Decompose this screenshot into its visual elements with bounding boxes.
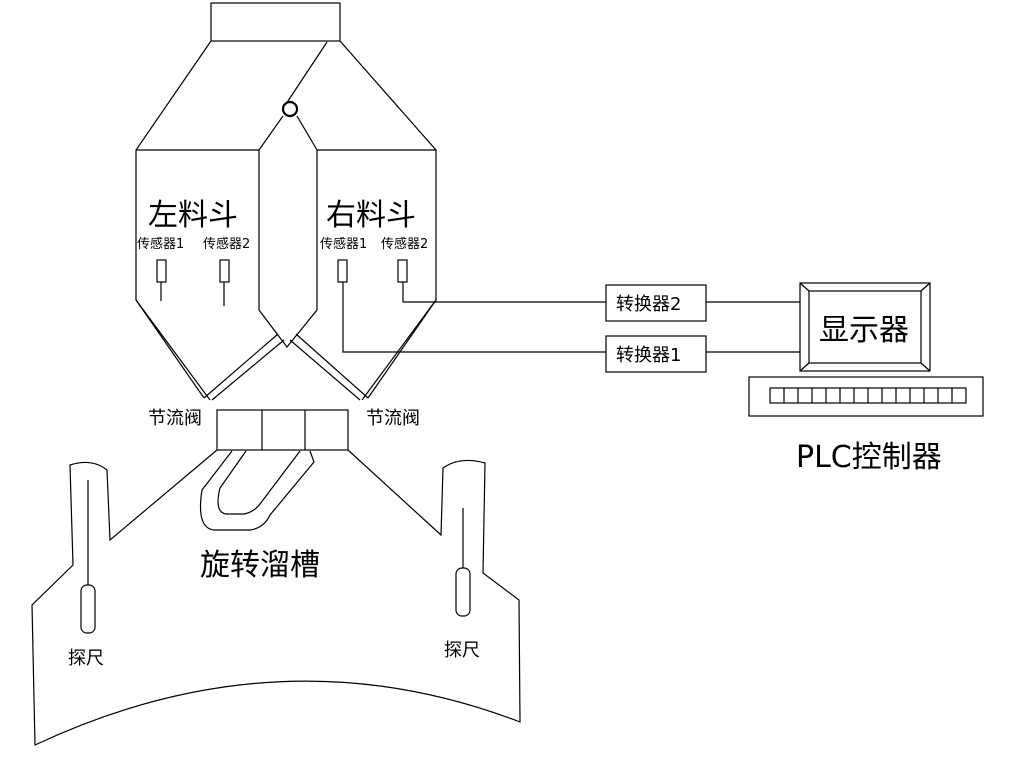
left-probe-weight [80, 584, 96, 634]
monitor-corner-tl [799, 282, 810, 292]
right-sensor-2-label: 传感器2 [381, 236, 428, 252]
rotating-chute-label: 旋转溜槽 [200, 548, 320, 583]
right-probe-label: 探尺 [444, 640, 480, 661]
left-throttle-valve-label: 节流阀 [148, 408, 202, 429]
monitor-screen [808, 290, 922, 364]
right-sensor-1-label: 传感器1 [320, 236, 367, 252]
monitor-label: 显示器 [819, 313, 909, 348]
central-divider [258, 150, 318, 348]
right-throttle-valve-label: 节流阀 [366, 408, 420, 429]
right-hopper-outer-wall [339, 40, 437, 401]
left-sensor-1 [156, 259, 167, 283]
converter-2-label: 转换器2 [616, 294, 681, 315]
rotating-chute-inner [217, 450, 301, 515]
left-sensor-1-label: 传感器1 [137, 236, 184, 252]
left-probe-label: 探尺 [68, 648, 104, 669]
left-chute-inner-b [211, 339, 285, 401]
left-sensor-2-label: 传感器2 [203, 236, 250, 252]
left-hopper-outer-wall [135, 40, 212, 401]
distributor-line-right [283, 41, 328, 108]
converter-1-box [605, 335, 707, 373]
converter-1-label: 转换器1 [616, 345, 681, 366]
left-hopper-sensors: 传感器1 传感器2 [137, 236, 250, 306]
left-hopper-cone [135, 299, 205, 399]
hopper-assembly [135, 40, 437, 401]
sensor-2-signal-wire [402, 282, 606, 303]
converter-2-box [605, 284, 707, 322]
throttle-valve-block [216, 409, 349, 451]
pivot-icon [281, 100, 299, 118]
right-probe-weight [455, 567, 471, 617]
rotating-chute-outer [199, 450, 315, 531]
monitor-corner-bl [799, 362, 810, 372]
throttle-valves [216, 409, 349, 451]
sensor-1-signal-wire [342, 282, 606, 353]
distributor-flap-right [296, 115, 318, 151]
right-chute-inner-b [289, 339, 361, 401]
right-hopper-sensors: 传感器1 传感器2 [320, 236, 428, 283]
left-chute-inner-a [203, 333, 279, 399]
right-probe [455, 508, 471, 617]
right-chute-inner-a [295, 333, 369, 399]
left-probe [80, 480, 96, 634]
left-sensor-2 [219, 259, 230, 283]
keyboard-keys [783, 388, 953, 403]
right-sensor-1 [337, 259, 348, 283]
left-hopper-label: 左料斗 [148, 198, 238, 233]
right-hopper-label: 右料斗 [326, 198, 416, 233]
top-feed-box [210, 2, 341, 42]
furnace-body [31, 449, 521, 746]
distributor-flap-left [258, 115, 284, 151]
right-hopper-cone [367, 299, 437, 399]
monitor-corner-tr [920, 282, 931, 292]
right-sensor-2 [397, 259, 408, 283]
keyboard [748, 376, 984, 417]
monitor: 显示器 [799, 282, 931, 372]
plc-controller-label: PLC控制器 [796, 440, 942, 475]
monitor-corner-br [920, 362, 931, 372]
